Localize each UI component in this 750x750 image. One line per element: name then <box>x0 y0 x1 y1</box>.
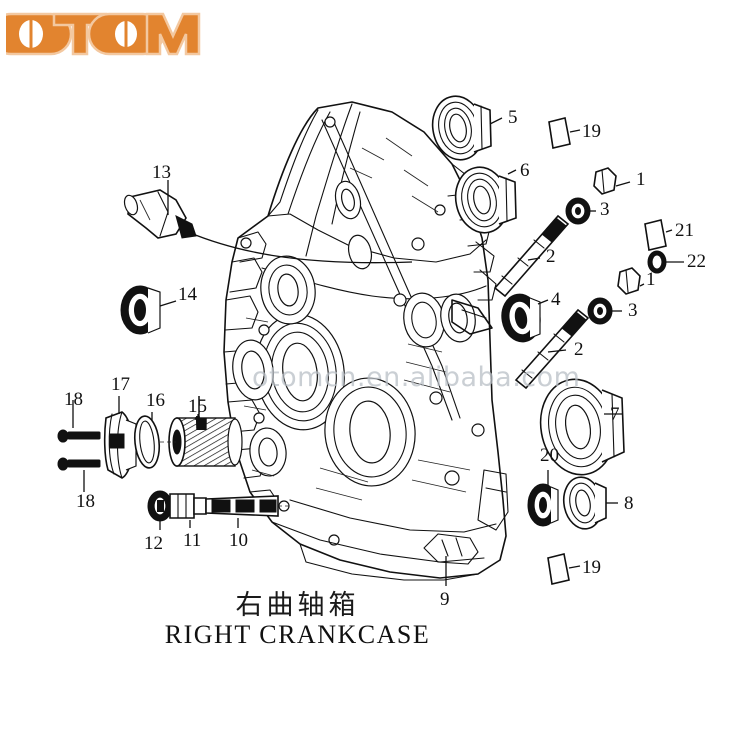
part-18-bolts <box>57 400 101 492</box>
callout-label-18-upper: 18 <box>64 389 83 410</box>
callout-label-15: 15 <box>188 396 207 417</box>
callout-label-16: 16 <box>146 390 165 411</box>
callout-label-3-lower: 3 <box>628 300 638 321</box>
callout-label-5: 5 <box>508 107 518 128</box>
callout-label-20: 20 <box>540 445 559 466</box>
part-2-stud-upper <box>493 214 570 298</box>
callout-label-3-upper: 3 <box>600 199 610 220</box>
callout-label-14: 14 <box>178 284 197 305</box>
part-4-collar-ring <box>501 293 549 343</box>
callout-label-7: 7 <box>610 404 620 425</box>
callout-label-11: 11 <box>183 530 202 551</box>
part-16-o-ring <box>133 412 161 469</box>
part-13-breather-fitting <box>123 180 413 264</box>
part-17-filter-cap <box>103 396 137 479</box>
callout-label-17: 17 <box>111 374 130 395</box>
callout-label-4: 4 <box>551 289 561 310</box>
callout-label-9: 9 <box>440 589 450 610</box>
part-1-nut-upper <box>593 167 631 195</box>
callout-label-21: 21 <box>675 220 694 241</box>
part-21-key-block <box>644 219 673 251</box>
part-14-oil-seal <box>120 285 177 335</box>
callout-label-1-lower: 1 <box>646 269 656 290</box>
part-3-washer-lower <box>587 297 622 325</box>
part-15-oil-filter-screen <box>160 396 243 467</box>
part-19-key-block-bottom <box>547 553 581 585</box>
callout-label-12: 12 <box>144 533 163 554</box>
callout-label-2-upper: 2 <box>546 246 556 267</box>
part-6-ball-bearing <box>454 166 517 234</box>
callout-label-18-lower: 18 <box>76 491 95 512</box>
part-8-ball-bearing <box>562 476 618 530</box>
part-3-washer-upper <box>565 197 596 225</box>
diagram-title-chinese: 右曲轴箱 <box>235 590 360 621</box>
callout-label-2-lower: 2 <box>574 339 584 360</box>
part-7-main-ball-bearing <box>539 378 625 476</box>
callout-label-10: 10 <box>229 530 248 551</box>
callout-label-6: 6 <box>520 160 530 181</box>
callout-label-19-lower: 19 <box>582 557 601 578</box>
crankcase-body <box>223 101 509 581</box>
callout-label-22: 22 <box>687 251 706 272</box>
callout-label-8: 8 <box>624 493 634 514</box>
part-1-nut-lower <box>617 267 645 295</box>
part-20-small-bearing <box>527 470 559 527</box>
part-19-key-block-top <box>548 117 581 149</box>
callout-label-1-upper: 1 <box>636 169 646 190</box>
otom-logo <box>6 10 206 58</box>
part-22-snap-ring <box>647 250 684 274</box>
part-10-11-12-shaft-assembly <box>147 490 292 530</box>
part-2-stud-lower <box>514 308 590 390</box>
diagram-title-english: RIGHT CRANKCASE <box>164 620 431 649</box>
callout-label-13: 13 <box>152 162 171 183</box>
part-5-ball-bearing <box>431 95 503 161</box>
callout-label-19-upper: 19 <box>582 121 601 142</box>
